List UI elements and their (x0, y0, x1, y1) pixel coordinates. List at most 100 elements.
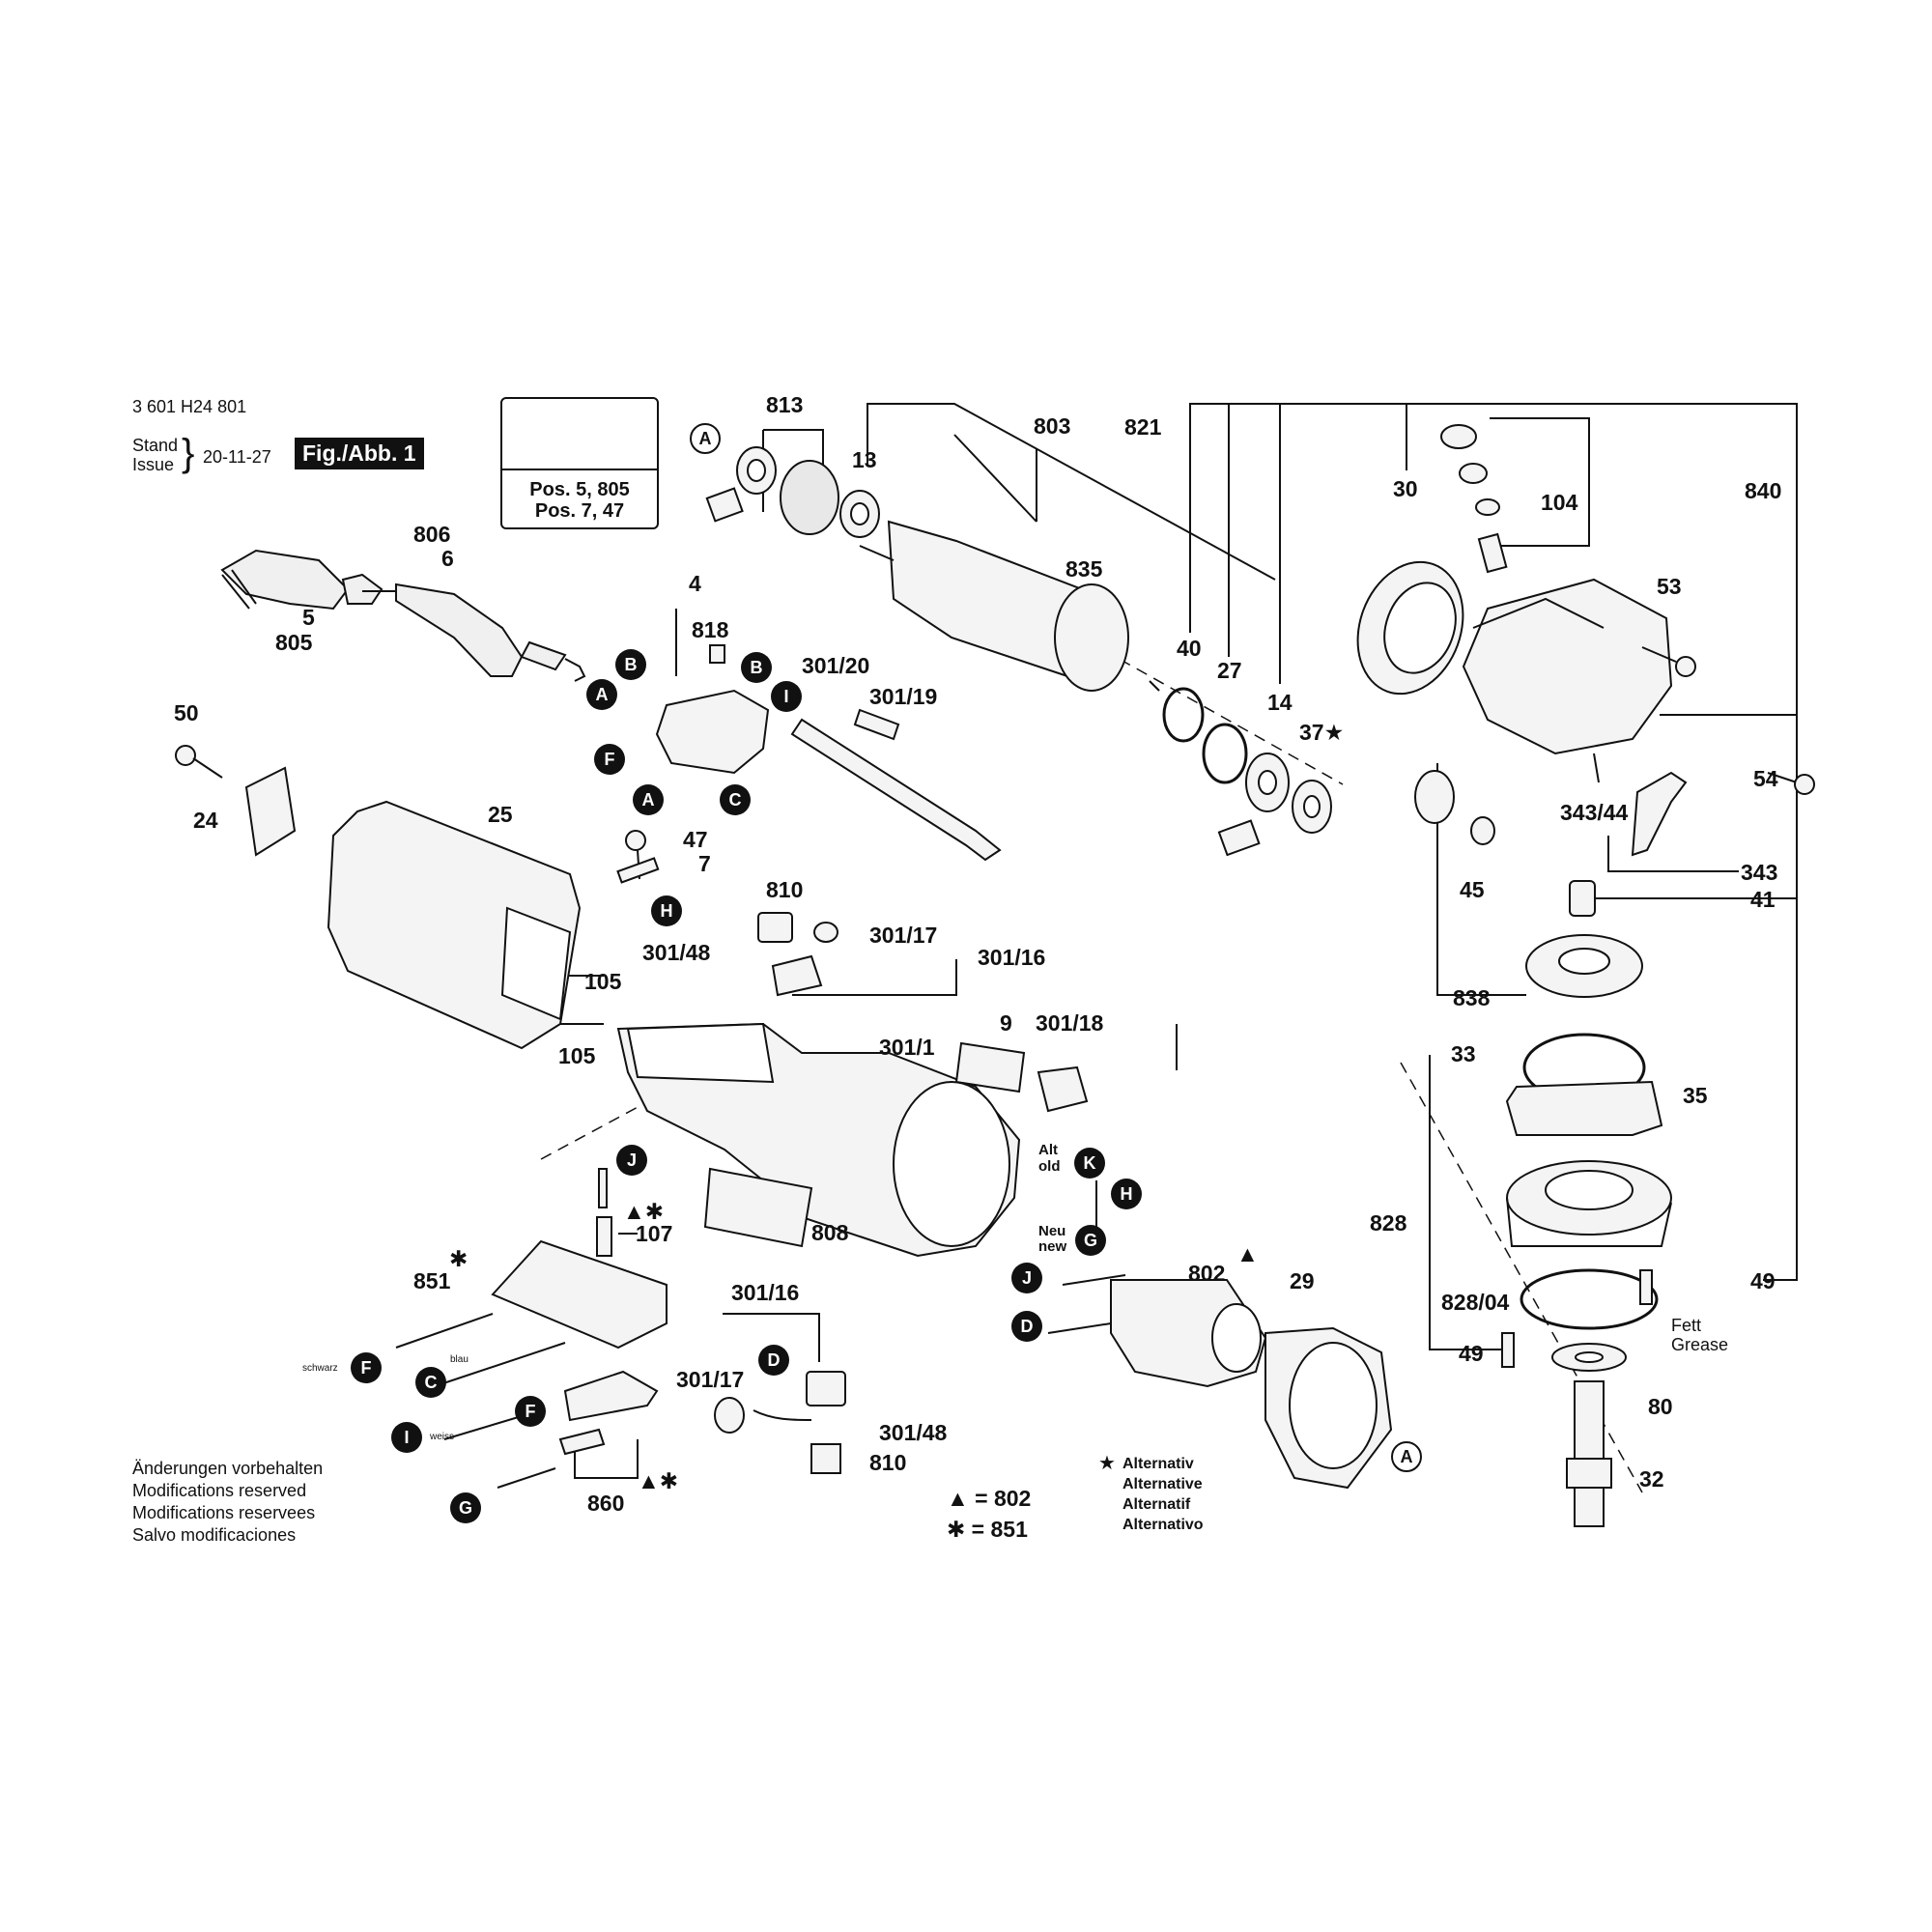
note-fr: Modifications reservees (132, 1503, 316, 1522)
part-label-47: 47 (683, 827, 708, 852)
electronic-module-851 (491, 1239, 668, 1350)
part-label-41: 41 (1750, 887, 1776, 912)
callout-c-switch: C (720, 784, 751, 815)
callout-a-airguide: A (1391, 1441, 1422, 1472)
needle-sleeve-41 (1569, 880, 1596, 917)
callout-f-wireset: F (515, 1396, 546, 1427)
callout-k-field: K (1074, 1148, 1105, 1179)
part-label-105-bottom: 105 (558, 1043, 596, 1068)
motor-housing-cover-25 (327, 800, 582, 1050)
callout-a-top: A (690, 423, 721, 454)
legend-802: ▲ = 802 (947, 1486, 1032, 1511)
small-parts-armature (705, 487, 744, 523)
part-label-49-left: 49 (1459, 1341, 1484, 1366)
callout-g-wireset: G (450, 1492, 481, 1523)
alt-label: Alt (1038, 1142, 1058, 1158)
callout-f-switch: F (594, 744, 625, 775)
gear-housing (1462, 578, 1673, 755)
leader-840 (1490, 417, 1590, 547)
marker-107: ▲✱ (623, 1199, 665, 1224)
part-label-29: 29 (1290, 1268, 1315, 1293)
part-label-301-19: 301/19 (869, 684, 938, 709)
part-label-50: 50 (174, 700, 199, 725)
part-label-301-16-top: 301/16 (978, 945, 1046, 970)
lock-parts-343 (1593, 753, 1688, 857)
o-ring-828-04 (1520, 1268, 1659, 1330)
warning-divider (502, 469, 657, 470)
stand-label: Stand (132, 436, 179, 455)
part-label-53: 53 (1657, 574, 1682, 599)
part-label-301-48-bottom: 301/48 (879, 1420, 948, 1445)
leader-828 (1429, 1055, 1502, 1350)
part-label-821: 821 (1124, 414, 1162, 440)
pinion-45 (1414, 770, 1495, 845)
part-label-25: 25 (488, 802, 513, 827)
marker-851: ✱ (449, 1246, 469, 1271)
screw-53 (1641, 646, 1696, 677)
part-label-803: 803 (1034, 413, 1071, 439)
part-label-810-top: 810 (766, 877, 804, 902)
ring-27 (1202, 723, 1248, 784)
switch-4 (655, 644, 770, 775)
part-label-4: 4 (689, 571, 701, 596)
part-label-7: 7 (698, 851, 711, 876)
callout-g-field: G (1075, 1225, 1106, 1256)
wire-set-860 (497, 1370, 659, 1489)
switch-knob-301-18 (1037, 1065, 1089, 1113)
part-label-6: 6 (441, 546, 454, 571)
part-label-828: 828 (1370, 1210, 1407, 1236)
bearing-14 (1245, 753, 1290, 812)
leader-343 (1607, 836, 1739, 872)
part-label-835: 835 (1065, 556, 1103, 582)
part-label-301-16-bottom: 301/16 (731, 1280, 800, 1305)
part-label-818: 818 (692, 617, 729, 642)
old-label: old (1038, 1158, 1061, 1175)
part-label-806: 806 (413, 522, 451, 547)
brush-holder-301-16 (757, 912, 838, 997)
cover-24 (244, 766, 297, 857)
spring-parts-840 (1440, 424, 1508, 574)
blau-label: blau (450, 1354, 469, 1365)
bearing-37 (1292, 780, 1332, 834)
switch-rod-301-20 (790, 718, 1002, 862)
part-label-33: 33 (1451, 1041, 1476, 1066)
alt-es: Alternativo (1122, 1517, 1204, 1533)
washer-80 (1551, 1343, 1627, 1372)
part-label-104: 104 (1541, 490, 1578, 515)
part-label-45: 45 (1460, 877, 1485, 902)
part-label-840: 840 (1745, 478, 1782, 503)
warning-box: Pos. 5, 805 Pos. 7, 47 (500, 397, 659, 529)
part-label-301-48-top: 301/48 (642, 940, 711, 965)
callout-c-wire: C (415, 1367, 446, 1398)
leader-301-16b (723, 1313, 820, 1362)
part-label-30: 30 (1393, 476, 1418, 501)
flange-35 (1505, 1080, 1663, 1136)
part-label-851: 851 (413, 1268, 451, 1293)
schwarz-label: schwarz (302, 1363, 338, 1374)
callout-h-brush: H (651, 895, 682, 926)
leader-803-bracket (867, 403, 1276, 581)
bevel-gear-838 (1525, 934, 1643, 998)
issue-date: 20-11-27 (203, 447, 271, 467)
new-label: new (1038, 1238, 1067, 1255)
screw-54 (1767, 772, 1815, 795)
note-en: Modifications reserved (132, 1481, 307, 1500)
clamp-7 (616, 857, 660, 884)
part-label-802: 802 (1188, 1261, 1226, 1286)
armature (859, 520, 1160, 692)
part-label-860: 860 (587, 1491, 625, 1516)
callout-a-switch: A (633, 784, 664, 815)
leader-860 (574, 1439, 639, 1479)
brush-holder-b (714, 1371, 846, 1474)
part-label-49-right: 49 (1750, 1268, 1776, 1293)
part-label-35: 35 (1683, 1083, 1708, 1108)
retaining-ring-40 (1162, 687, 1205, 743)
small-parts-bearing (1217, 819, 1261, 857)
spring-301-19 (853, 708, 900, 741)
neu-label: Neu (1038, 1223, 1066, 1239)
issue-label: Issue (132, 455, 175, 474)
alt-fr: Alternatif (1122, 1496, 1191, 1513)
grease-label: Grease (1671, 1335, 1729, 1354)
